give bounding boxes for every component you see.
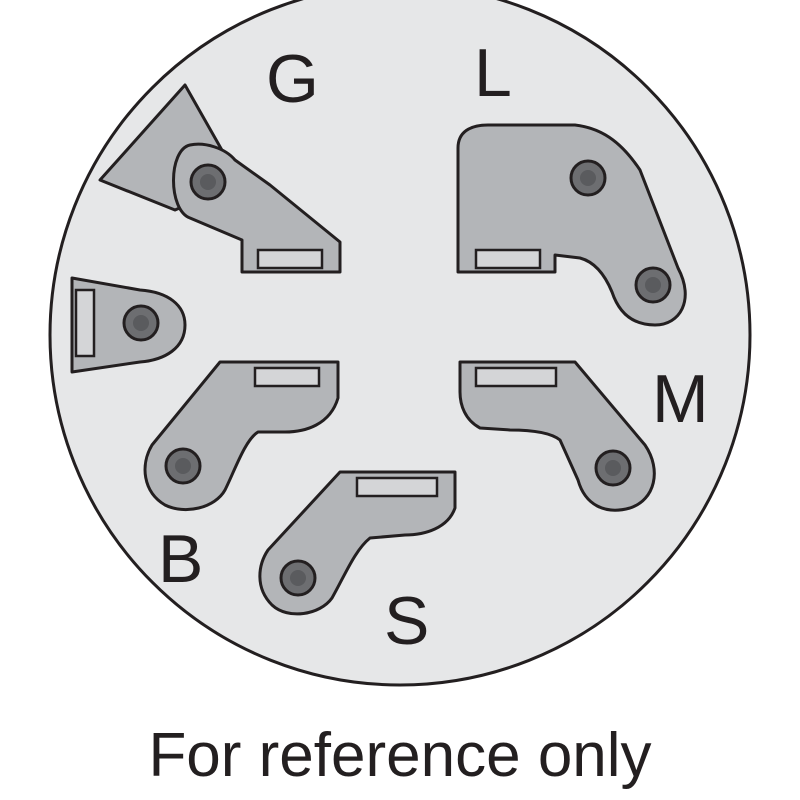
terminal-m-blade [458, 360, 656, 512]
terminal-l-slot [474, 248, 542, 270]
terminal-label-m: M [652, 361, 709, 437]
caption: For reference only [148, 721, 651, 790]
terminal-m-slot [474, 366, 558, 388]
terminal-l-blade [456, 123, 687, 327]
terminal-s-blade [258, 470, 457, 616]
terminal-left-slot [74, 288, 96, 358]
terminal-left-blade [70, 276, 187, 374]
terminal-g-slot [256, 248, 324, 270]
terminal-label-s: S [384, 583, 429, 659]
terminal-label-l: L [474, 35, 512, 111]
terminal-g-blade [98, 83, 342, 274]
terminal-label-g: G [266, 41, 319, 117]
terminal-label-b: B [158, 521, 203, 597]
terminal-s-slot [355, 476, 439, 498]
terminal-b-slot [253, 366, 321, 388]
terminal-b-blade [143, 360, 340, 512]
